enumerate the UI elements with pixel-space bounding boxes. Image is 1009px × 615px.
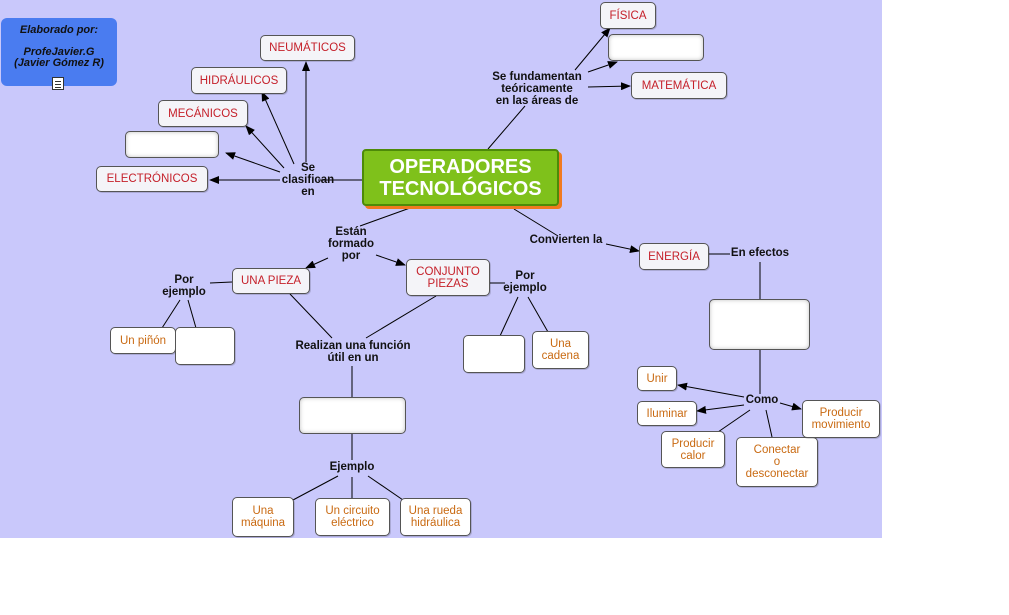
node-blank-conjunto-ejemplo[interactable] — [463, 335, 525, 373]
link-se-fundamentan: Se fundamentan teóricamente en las áreas… — [492, 71, 582, 107]
edge-to-producir-calor — [717, 409, 751, 433]
node-una-pieza[interactable]: UNA PIEZA — [232, 268, 310, 294]
edge-to-cadena — [527, 296, 549, 333]
link-estan-formado: Están formado por — [328, 226, 374, 262]
edge-to-energia — [605, 243, 640, 254]
node-blank-area[interactable] — [608, 34, 704, 61]
node-electronicos[interactable]: ELECTRÓNICOS — [96, 166, 208, 192]
edge-to-mecanicos — [245, 125, 285, 169]
node-producir-movimiento[interactable]: Producir movimiento — [802, 400, 880, 438]
node-matematica[interactable]: MATEMÁTICA — [631, 72, 727, 99]
link-en-efectos: En efectos — [730, 247, 790, 259]
node-conectar[interactable]: Conectar o desconectar — [736, 437, 818, 487]
document-icon[interactable] — [52, 77, 64, 90]
node-un-circuito[interactable]: Un circuito eléctrico — [315, 498, 390, 536]
edge-to-una-pieza — [305, 257, 329, 269]
node-iluminar[interactable]: Iluminar — [637, 401, 697, 426]
edge-to-hidraulicos — [261, 91, 295, 165]
link-por-ejemplo-pieza: Por ejemplo — [162, 274, 206, 298]
node-blank-pieza-ejemplo[interactable] — [175, 327, 235, 365]
edge-to-iluminar — [696, 404, 745, 414]
edge-to-rueda — [367, 475, 404, 501]
node-una-rueda[interactable]: Una rueda hidráulica — [400, 498, 471, 536]
edge-to-blank-pieza — [187, 299, 197, 329]
connector-lines — [161, 27, 802, 501]
edge-to-producir-movimiento — [779, 402, 802, 411]
edge-to-blank-tipo — [225, 152, 281, 173]
node-un-pinon[interactable]: Un piñón — [110, 327, 176, 354]
edge-to-maquina — [292, 475, 339, 501]
edge-pieza-realizan — [289, 293, 333, 339]
author-fullname: (Javier Gómez R) — [14, 57, 104, 69]
link-realizan: Realizan una función útil en un — [295, 340, 411, 364]
node-mecanicos[interactable]: MECÁNICOS — [158, 100, 248, 127]
link-por-ejemplo-conjunto: Por ejemplo — [503, 270, 547, 294]
edge-pieza-ejemplo — [209, 281, 233, 284]
main-topic[interactable]: OPERADORES TECNOLÓGICOS — [362, 149, 559, 206]
edge-to-unir — [677, 382, 745, 398]
edge-main-fundamentan — [487, 105, 526, 150]
edge-to-pinon — [161, 299, 181, 329]
node-producir-calor[interactable]: Producir calor — [661, 431, 725, 468]
node-una-cadena[interactable]: Una cadena — [532, 331, 589, 369]
link-como: Como — [745, 394, 779, 406]
node-neumaticos[interactable]: NEUMÁTICOS — [260, 35, 355, 61]
edge-to-conjunto — [375, 254, 406, 266]
node-unir[interactable]: Unir — [637, 366, 677, 391]
author-name: ProfeJavier.G — [23, 46, 95, 58]
node-blank-efecto[interactable] — [709, 299, 810, 350]
node-blank-funcion[interactable] — [299, 397, 406, 434]
node-blank-tipo[interactable] — [125, 131, 219, 158]
node-energia[interactable]: ENERGÍA — [639, 243, 709, 270]
edge-conjunto-realizan — [365, 295, 437, 339]
edge-to-matematica — [587, 82, 631, 91]
link-ejemplo: Ejemplo — [329, 461, 375, 473]
edge-main-estan — [359, 207, 411, 227]
edge-to-fisica — [574, 27, 611, 71]
edge-to-blank-area — [587, 61, 618, 73]
node-fisica[interactable]: FÍSICA — [600, 2, 656, 29]
node-hidraulicos[interactable]: HIDRÁULICOS — [191, 67, 287, 94]
node-una-maquina[interactable]: Una máquina — [232, 497, 294, 537]
link-se-clasifican: Se clasifican en — [281, 162, 335, 198]
edge-to-blank-conjunto — [499, 296, 519, 337]
node-conjunto-piezas[interactable]: CONJUNTO PIEZAS — [406, 259, 490, 296]
edge-to-conectar — [765, 409, 773, 438]
author-heading: Elaborado por: — [19, 24, 99, 36]
author-box: Elaborado por: ProfeJavier.G (Javier Góm… — [1, 18, 117, 86]
link-convierten: Convierten la — [529, 234, 603, 246]
concept-map-canvas: Elaborado por: ProfeJavier.G (Javier Góm… — [0, 0, 882, 538]
edge-main-convierten — [513, 208, 559, 237]
